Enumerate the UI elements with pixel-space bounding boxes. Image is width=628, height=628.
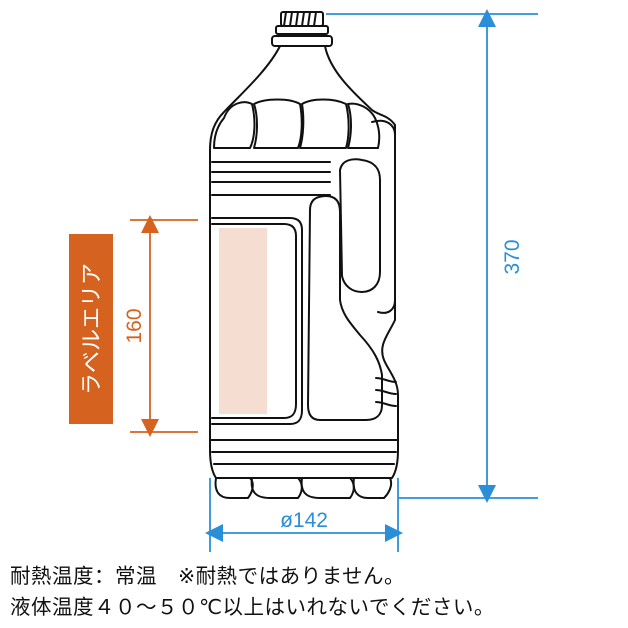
diameter-dimension [205,478,403,552]
label-height-value: 160 [123,308,146,343]
label-area-text: ラベルエリア [80,263,105,395]
bottle-dimension-drawing: 370 ø142 160 ラベルエリア [69,9,538,552]
label-area-fill [219,228,267,414]
diameter-value: ø142 [280,509,328,532]
label-height-dimension [130,215,198,437]
note-heat-resistance: 耐熱温度：常温 ※耐熱ではありません。 [10,564,406,588]
bottle-icon [209,11,399,499]
label-area-tag [69,234,113,424]
height-value: 370 [501,239,524,274]
height-dimension [326,9,538,503]
note-liquid-temperature: 液体温度４０～５０℃以上はいれないでください。 [10,595,495,619]
